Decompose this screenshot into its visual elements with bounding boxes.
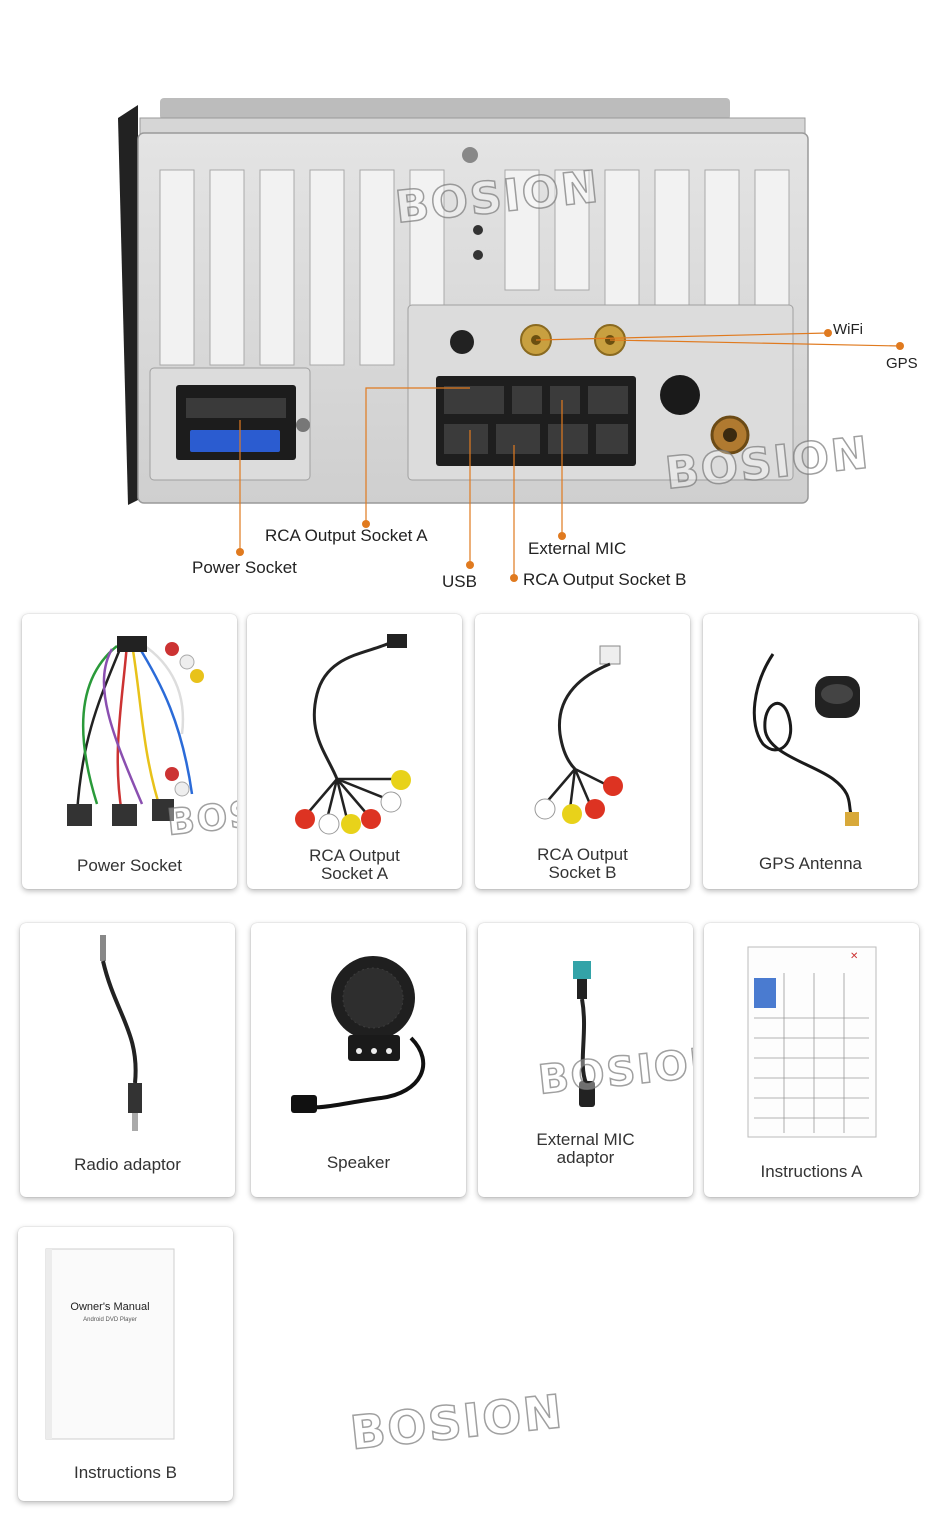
mic-adaptor-icon — [573, 961, 595, 1107]
power-callout-dot — [236, 548, 244, 556]
product-card-gps-antenna: GPS Antenna — [703, 614, 918, 889]
rear-panel-illustration — [118, 98, 904, 582]
rca-cable-icon — [534, 645, 623, 824]
product-card-instructions-b: Owner's Manual Android DVD Player Instru… — [18, 1227, 233, 1501]
radio-adaptor-icon — [100, 935, 142, 1131]
instruction-sheet-icon: ✕ — [747, 946, 877, 1138]
callout-rca-output-socket-a: RCA Output Socket A — [265, 526, 428, 545]
product-label: Instructions B — [74, 1463, 177, 1482]
product-label: RCA Output Socket A — [309, 846, 400, 883]
product-label: Speaker — [326, 1153, 391, 1172]
wire-harness-icon — [67, 636, 204, 826]
product-label: External MIC adaptor — [536, 1130, 635, 1167]
product-card-rca-output-socket-a: RCA Output Socket A — [247, 614, 462, 889]
product-card-rca-output-socket-b: RCA Output Socket B — [475, 614, 690, 889]
callout-external-mic: External MIC — [528, 539, 627, 558]
product-card-instructions-a: ✕ Instructions A — [704, 923, 919, 1197]
product-label: Radio adaptor — [74, 1155, 181, 1174]
rca-a-callout-dot — [362, 520, 370, 528]
product-card-speaker: Speaker — [251, 923, 466, 1197]
manual-subtitle: Android DVD Player — [83, 1317, 137, 1323]
manual-booklet-icon — [45, 1248, 175, 1440]
product-label: Power Socket — [77, 856, 182, 875]
brand-watermark: BOSION — [347, 1383, 567, 1461]
rca-b-callout-dot — [510, 574, 518, 582]
callout-rca-output-socket-b: RCA Output Socket B — [523, 570, 687, 589]
product-label: Instructions A — [760, 1162, 863, 1181]
gps-antenna-icon — [752, 653, 860, 826]
product-label: RCA Output Socket B — [537, 845, 628, 882]
mic-callout-dot — [558, 532, 566, 540]
callout-usb: USB — [442, 572, 477, 591]
callout-gps: GPS — [886, 355, 918, 372]
usb-callout-dot — [466, 561, 474, 569]
rear-panel-section: BOSION BOSION WiFi GPS RCA Output Socket… — [0, 0, 950, 600]
callout-power-socket: Power Socket — [192, 558, 297, 577]
rca-cable-icon — [295, 634, 411, 835]
speaker-icon — [291, 956, 426, 1113]
gps-callout-dot — [896, 342, 904, 350]
svg-text:✕: ✕ — [850, 951, 858, 962]
callout-wifi: WiFi — [833, 321, 863, 338]
product-card-radio-adaptor: Radio adaptor — [20, 923, 235, 1197]
product-label: GPS Antenna — [758, 854, 863, 873]
wifi-callout-dot — [824, 329, 832, 337]
product-card-power-socket: BOSION Power Socket — [22, 614, 237, 889]
manual-title: Owner's Manual — [70, 1301, 150, 1313]
product-card-external-mic-adaptor: BOSION External MIC adaptor — [478, 923, 693, 1197]
